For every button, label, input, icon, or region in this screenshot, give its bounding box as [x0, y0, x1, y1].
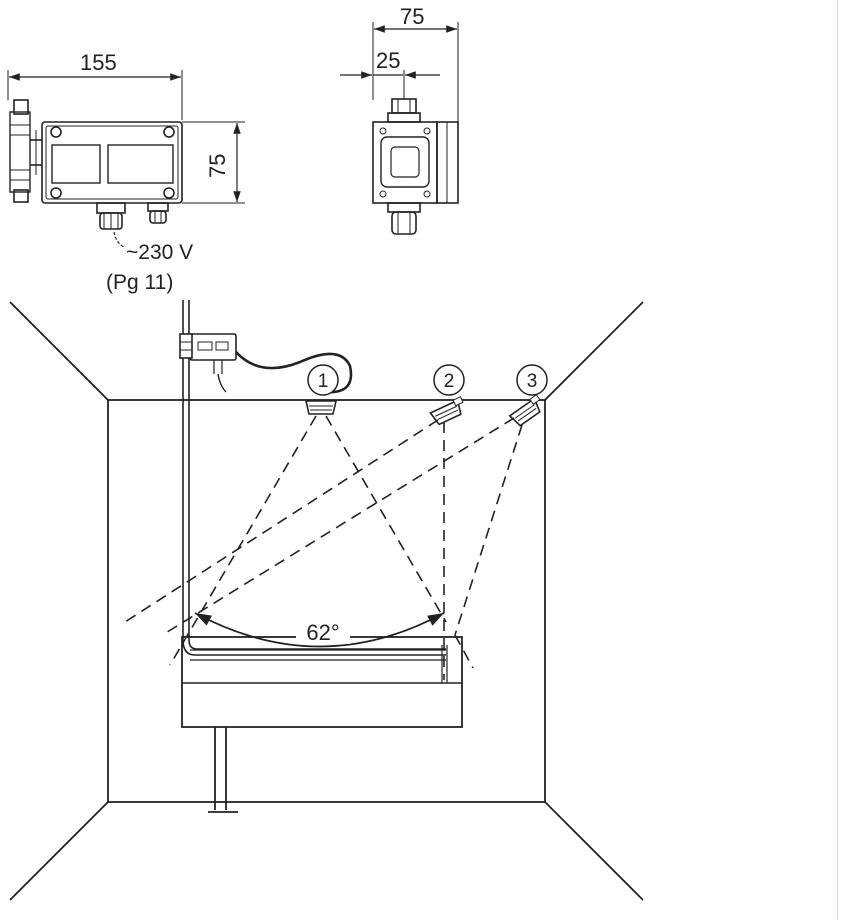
supply-voltage-label: ~230 V [126, 241, 193, 264]
trough-basin [181, 636, 463, 813]
floor-edge-right [544, 801, 644, 901]
marker-1-label: 1 [318, 371, 329, 392]
sensor-2-beam-left [124, 419, 439, 623]
ceiling-edge-right [544, 301, 644, 401]
supply-gland-label: (Pg 11) [106, 271, 173, 294]
sensor-3 [508, 394, 541, 427]
sensor-1-body [304, 400, 338, 415]
side-top-gland [391, 98, 417, 114]
screw-icon [50, 126, 62, 138]
sensor-1-beam-left [169, 415, 317, 666]
marker-3-label: 3 [527, 371, 538, 392]
detection-zones [124, 415, 523, 680]
sensor-3-beam-left [163, 417, 515, 635]
side-width-dimension-label: 75 [400, 4, 424, 29]
sensor-3-body [508, 397, 541, 427]
mounted-control-unit [179, 333, 353, 394]
sensor-3-beam-down [454, 424, 523, 636]
sensor-1 [304, 400, 338, 415]
width-dimension-label: 155 [80, 50, 117, 75]
supply-pipe [182, 300, 446, 656]
control-box-body [41, 121, 183, 204]
sensor-3-beam-tail [454, 634, 474, 669]
height-dimension-label: 75 [205, 154, 230, 178]
ceiling-edge-left [9, 301, 109, 401]
marker-2-label: 2 [444, 371, 455, 392]
floor-edge-left [9, 801, 109, 901]
display-window-right [107, 144, 174, 184]
supply-leader-line [113, 231, 125, 248]
side-offset-dimension-label: 25 [376, 48, 400, 73]
marker-2-circle [433, 364, 465, 396]
angle-label: 62° [306, 620, 339, 645]
control-box-side-view [340, 22, 459, 235]
side-cable-gland [9, 111, 31, 193]
bottom-small-gland [147, 202, 169, 212]
control-box-front-view [7, 70, 245, 248]
screw-icon [163, 126, 175, 138]
right-edge-divider [837, 0, 838, 920]
side-bottom-gland [387, 202, 421, 213]
sensor-cable [235, 351, 353, 394]
marker-3-circle [516, 364, 548, 396]
marker-1-circle [307, 364, 339, 396]
bottom-cable-gland [96, 202, 126, 214]
screw-icon [163, 187, 175, 199]
screw-icon [50, 187, 62, 199]
display-window-left [51, 144, 101, 184]
angle-arc [194, 612, 445, 648]
angle-label-bg [296, 620, 350, 644]
back-wall [107, 399, 546, 803]
mounted-control-box [189, 333, 237, 361]
room-outline [9, 301, 644, 901]
sensor-1-beam-right [325, 415, 447, 623]
